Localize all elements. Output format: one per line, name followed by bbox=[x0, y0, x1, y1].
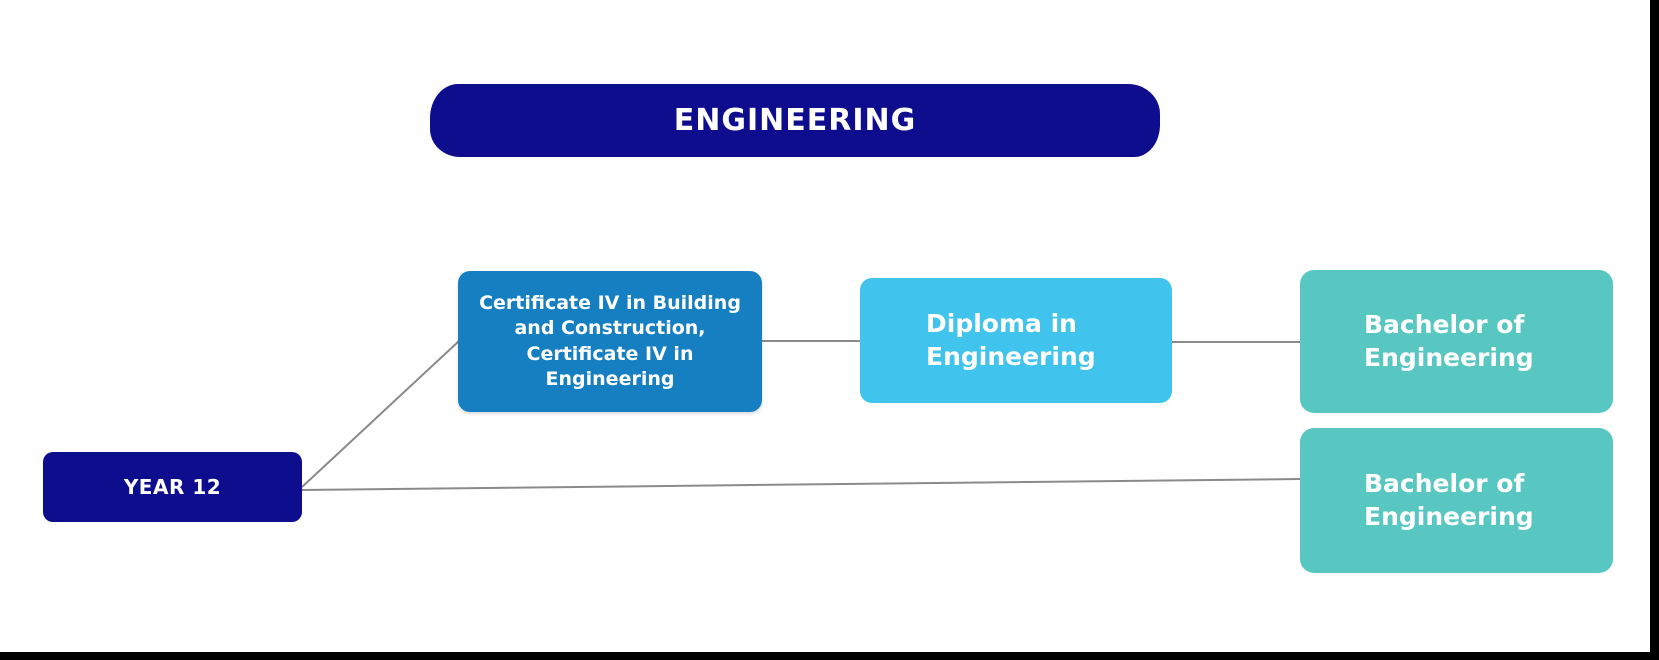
node-diploma-engineering: Diploma in Engineering bbox=[860, 278, 1172, 403]
title-banner: ENGINEERING bbox=[430, 84, 1160, 157]
node-bachelor-engineering-top-label: Bachelor of Engineering bbox=[1364, 310, 1534, 372]
title-label: ENGINEERING bbox=[673, 103, 917, 138]
node-year-12-label: YEAR 12 bbox=[123, 475, 222, 499]
node-diploma-engineering-label: Diploma in Engineering bbox=[926, 309, 1096, 371]
node-certificate-iv: Certificate IV in Building and Construct… bbox=[458, 271, 762, 412]
node-bachelor-engineering-top: Bachelor of Engineering bbox=[1300, 270, 1613, 413]
node-bachelor-engineering-bottom: Bachelor of Engineering bbox=[1300, 428, 1613, 573]
node-year-12: YEAR 12 bbox=[43, 452, 302, 522]
right-edge-bar bbox=[1650, 0, 1659, 660]
connector-year12-cert4 bbox=[301, 340, 460, 488]
bottom-edge-bar bbox=[0, 652, 1659, 660]
node-bachelor-engineering-bottom-label: Bachelor of Engineering bbox=[1364, 469, 1534, 531]
connector-year12-bachelor-bottom bbox=[301, 478, 1301, 491]
node-certificate-iv-label: Certificate IV in Building and Construct… bbox=[479, 292, 741, 390]
